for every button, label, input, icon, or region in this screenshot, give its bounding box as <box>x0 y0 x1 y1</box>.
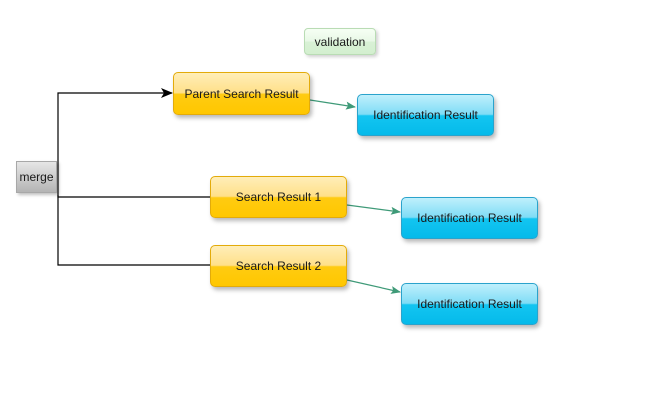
identification-result-2-node[interactable]: Identification Result <box>401 283 538 325</box>
edge-merge-to-search-1 <box>57 195 210 198</box>
identification-result-1-node[interactable]: Identification Result <box>401 197 538 239</box>
parent-search-result-label: Parent Search Result <box>184 86 299 101</box>
edge-search-2-to-ident <box>346 279 401 294</box>
parent-search-result-node[interactable]: Parent Search Result <box>173 72 310 115</box>
edge-search-1-to-ident <box>346 204 401 215</box>
identification-result-1-label: Identification Result <box>417 211 522 225</box>
merge-node-label: merge <box>19 170 54 184</box>
merge-node[interactable]: merge <box>16 161 57 193</box>
identification-result-2-label: Identification Result <box>417 297 522 311</box>
edge-merge-to-search-2 <box>57 195 210 266</box>
parent-identification-result-node[interactable]: Identification Result <box>357 94 494 136</box>
search-result-1-node[interactable]: Search Result 1 <box>210 176 347 218</box>
validation-node[interactable]: validation <box>304 28 376 55</box>
parent-identification-result-label: Identification Result <box>373 108 478 122</box>
validation-node-label: validation <box>314 34 366 49</box>
search-result-2-node[interactable]: Search Result 2 <box>210 245 347 287</box>
search-result-2-label: Search Result 2 <box>235 259 322 273</box>
edge-parent-search-to-ident <box>309 99 356 110</box>
edge-merge-to-parent-search <box>57 88 173 195</box>
search-result-1-label: Search Result 1 <box>235 190 322 204</box>
